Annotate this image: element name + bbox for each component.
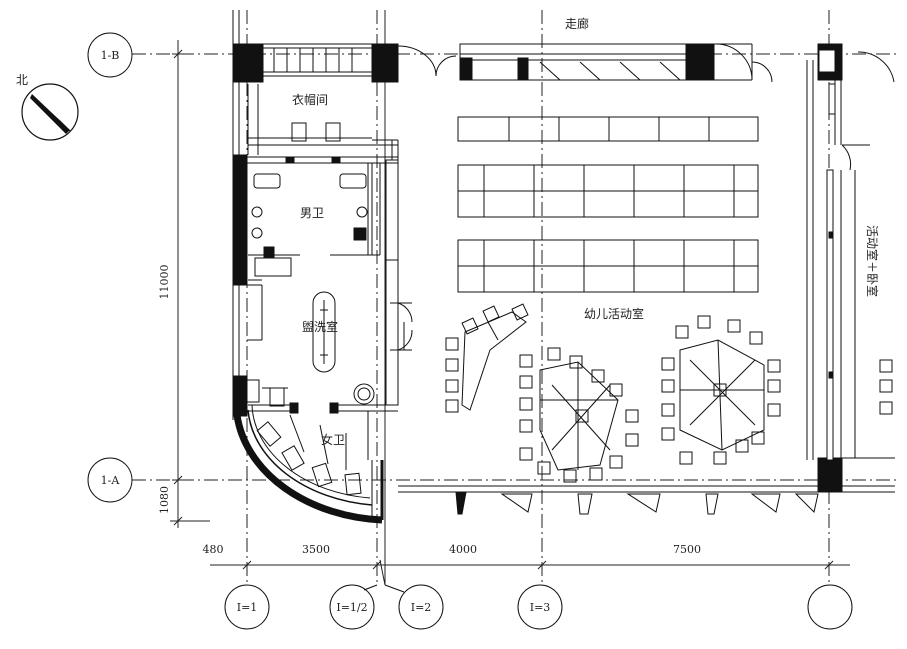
activity-tables xyxy=(457,116,759,293)
table-group-left xyxy=(445,303,529,413)
grid-bubble-col-i1: I=1 xyxy=(224,584,270,630)
right-room-items xyxy=(818,49,893,415)
room-label-cloakroom: 衣帽间 xyxy=(292,92,328,107)
table-group-center xyxy=(519,347,639,483)
grid-bubble-row-1a: 1-A xyxy=(87,457,133,503)
dimension-lines xyxy=(170,40,850,570)
dimension-vertical-small: 1080 xyxy=(158,486,171,514)
grid-bubble-col-i2: I=2 xyxy=(398,584,444,630)
grid-label-i2: I=2 xyxy=(411,601,432,614)
curved-wall xyxy=(233,404,384,524)
dimension-h-3500: 3500 xyxy=(302,543,330,556)
walls xyxy=(232,10,895,493)
room-label-womens-wc: 女卫 xyxy=(321,432,345,447)
grid-bubble-row-1b: 1-B xyxy=(87,32,133,78)
mens-wc xyxy=(247,156,399,281)
dimension-h-480: 480 xyxy=(203,543,224,556)
corridor-windows xyxy=(397,43,895,83)
grid-label-i1: I=1 xyxy=(237,601,258,614)
room-label-mens-wc: 男卫 xyxy=(300,206,324,220)
dimension-h-7500: 7500 xyxy=(673,543,701,556)
room-label-corridor: 走廊 xyxy=(565,16,589,31)
axis-lines xyxy=(132,10,900,585)
table-group-right xyxy=(661,315,781,465)
grid-label-i3: I=3 xyxy=(530,601,551,614)
cloakroom xyxy=(247,47,399,330)
curved-toilets xyxy=(256,414,362,496)
north-label: 北 xyxy=(16,73,28,87)
grid-bubble-col-i1-2: I=1/2 xyxy=(329,584,375,630)
grid-label-1b: 1-B xyxy=(101,49,120,62)
dimension-vertical-main: 11000 xyxy=(158,265,171,300)
grid-bubble-col-i3: I=3 xyxy=(517,584,563,630)
grid-label-i1-2: I=1/2 xyxy=(336,601,367,614)
grid-label-1a: 1-A xyxy=(101,474,121,487)
north-arrow-icon: 北 xyxy=(16,73,79,141)
washroom xyxy=(246,259,413,460)
room-label-activity-bedroom: 活动室＋卧室 xyxy=(865,225,880,297)
dimension-h-4000: 4000 xyxy=(449,543,477,556)
room-label-washroom: 盥洗室 xyxy=(302,319,338,334)
grid-bubble-col-blank xyxy=(807,584,853,630)
bottom-sunshades xyxy=(455,491,819,515)
room-label-activity-room: 幼儿活动室 xyxy=(584,306,644,321)
